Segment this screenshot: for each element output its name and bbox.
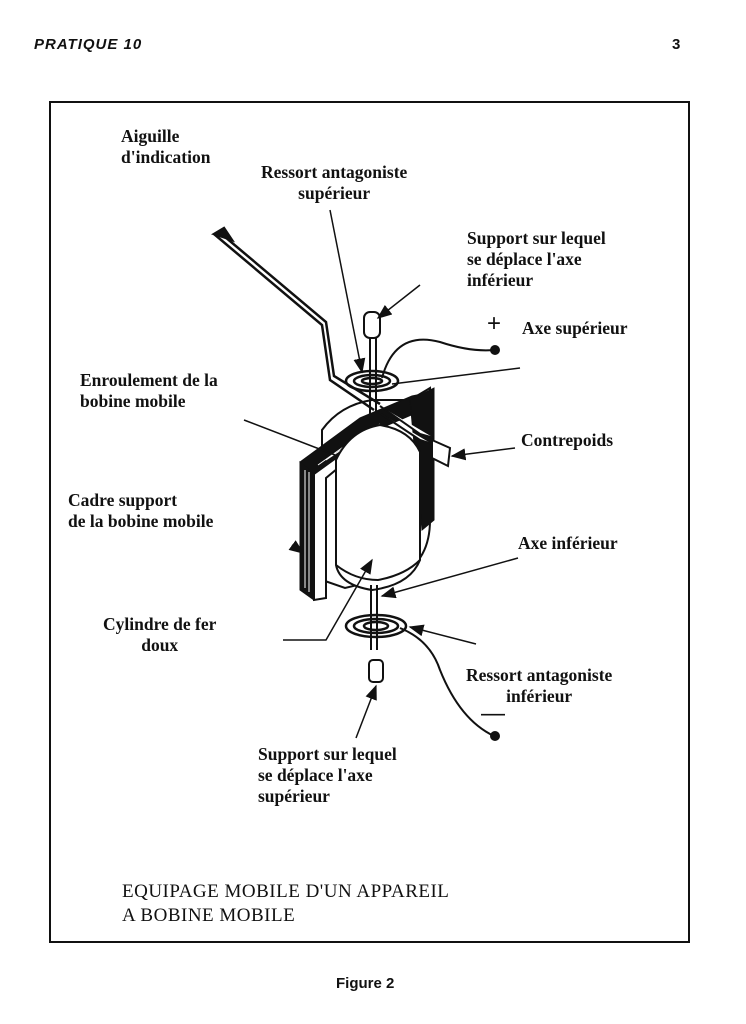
pointer-needle bbox=[211, 226, 381, 412]
label-axe-inferieur: Axe inférieur bbox=[518, 533, 618, 553]
label-enroulement: Enroulement de la bobine mobile bbox=[80, 370, 218, 411]
minus-sign: — bbox=[481, 700, 505, 727]
page-number: 3 bbox=[672, 36, 681, 53]
label-contrepoids: Contrepoids bbox=[521, 430, 614, 450]
label-axe-superieur: Axe supérieur bbox=[522, 318, 628, 338]
positive-terminal bbox=[490, 345, 500, 355]
lower-spring bbox=[344, 613, 408, 639]
negative-terminal bbox=[490, 731, 500, 741]
label-aiguille: Aiguille d'indication bbox=[121, 126, 211, 167]
counterweight bbox=[377, 405, 452, 468]
terminal-wires bbox=[381, 338, 495, 737]
leader-lines bbox=[243, 209, 521, 739]
label-ressort-inferieur: Ressort antagoniste inférieur bbox=[466, 665, 613, 706]
iron-cylinder bbox=[335, 423, 421, 592]
label-ressort-superieur: Ressort antagoniste supérieur bbox=[261, 162, 408, 203]
label-cylindre: Cylindre de fer doux bbox=[103, 614, 217, 655]
figure-label: Figure 2 bbox=[336, 975, 395, 992]
upper-spring bbox=[344, 369, 400, 393]
page-header-title: PRATIQUE 10 bbox=[34, 36, 143, 53]
label-support-inferieur: Support sur lequel se déplace l'axe infé… bbox=[467, 228, 606, 290]
label-support-superieur: Support sur lequel se déplace l'axe supé… bbox=[258, 744, 397, 806]
figure-frame bbox=[49, 101, 690, 943]
plus-sign: + bbox=[487, 310, 502, 337]
label-cadre: Cadre support de la bobine mobile bbox=[68, 490, 214, 531]
figure-caption: EQUIPAGE MOBILE D'UN APPAREIL A BOBINE M… bbox=[122, 881, 450, 926]
